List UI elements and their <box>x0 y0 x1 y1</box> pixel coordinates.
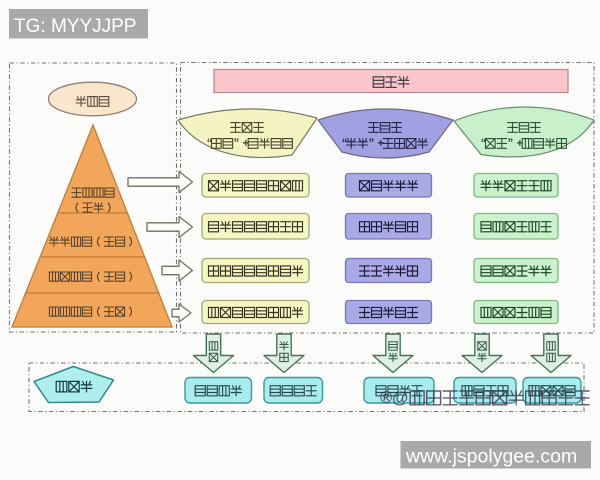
svg-text:” +: ” + <box>508 138 524 150</box>
svg-text:” +: ” + <box>369 138 385 150</box>
svg-text:www.jspolygee.com: www.jspolygee.com <box>405 446 577 468</box>
svg-text:“: “ <box>481 138 487 150</box>
svg-text:TG: MYYJJPP: TG: MYYJJPP <box>14 16 136 37</box>
svg-text:“: “ <box>207 138 213 150</box>
svg-text:” +: ” + <box>234 138 250 150</box>
svg-text:®@: ®@ <box>380 389 408 407</box>
svg-text:“: “ <box>342 138 348 150</box>
